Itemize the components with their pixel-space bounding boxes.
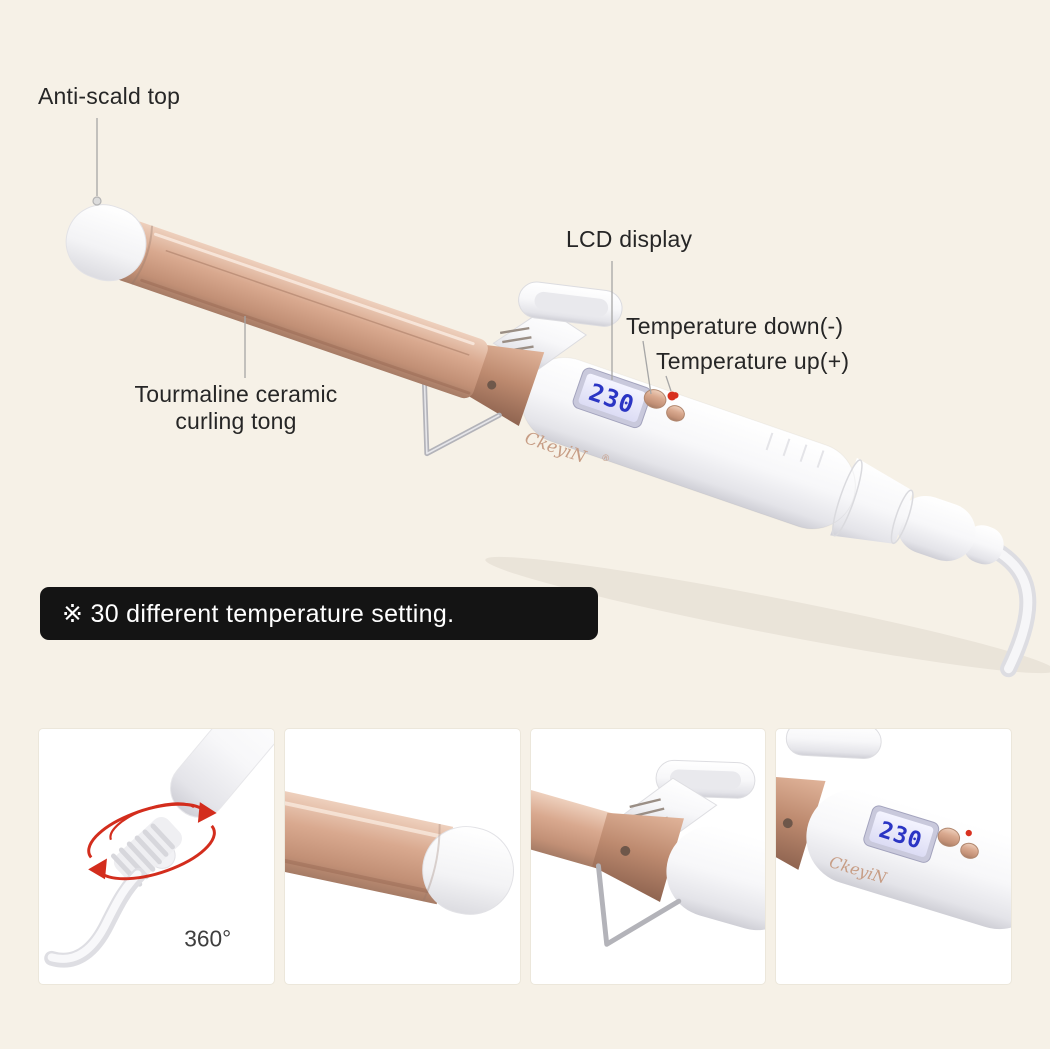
clamp-joint-detail xyxy=(530,759,766,947)
barrel-highlight xyxy=(153,232,475,346)
callout-tourmaline-line2: curling tong xyxy=(175,408,297,435)
rotation-arrows xyxy=(87,802,216,881)
detail-panels: 360° xyxy=(38,728,1012,985)
lcd-screen-closeup xyxy=(869,811,934,857)
leader-temp-down xyxy=(642,340,652,395)
callout-leader-lines xyxy=(96,118,672,395)
callout-anti-scald-top: Anti-scald top xyxy=(38,83,181,109)
tip-closeup xyxy=(421,826,514,915)
barrel-closeup-highlight xyxy=(284,790,441,838)
cone-closeup xyxy=(591,812,684,902)
temperature-up-button xyxy=(666,405,685,422)
barrel-stub xyxy=(530,783,613,869)
rotation-label: 360° xyxy=(184,925,231,951)
handle-end xyxy=(170,729,274,818)
cord-swivel-illustration: 360° xyxy=(44,729,274,968)
temp-up-red-dot xyxy=(667,391,677,401)
temp-down-button-closeup xyxy=(937,827,961,847)
panel-handle-lcd: 230 CkeyiN xyxy=(775,728,1012,985)
indicator-dot-closeup xyxy=(965,829,973,837)
tip-closeup-seam xyxy=(422,823,441,902)
callout-temperature-up: Temperature up(+) xyxy=(656,348,850,374)
lcd-display: 230 xyxy=(572,367,652,429)
collar-cone xyxy=(464,344,545,427)
rotation-arrowhead-2 xyxy=(88,858,107,880)
safety-stand-wire-highlight xyxy=(423,380,500,455)
handle-closeup: 230 CkeyiN xyxy=(776,729,1011,930)
brand-mark: ® xyxy=(599,453,611,465)
barrel-shade xyxy=(140,278,471,395)
ceramic-barrel xyxy=(113,221,488,399)
stand-wire-closeup xyxy=(595,863,681,947)
barrel-closeup xyxy=(284,779,514,915)
temp-up-button-closeup xyxy=(960,842,980,859)
callout-lcd-display: LCD display xyxy=(566,226,693,252)
screw-partial xyxy=(783,818,793,829)
banner-text: ※ 30 different temperature setting. xyxy=(62,599,455,628)
handle-seam-1 xyxy=(831,459,863,537)
callout-tourmaline-line1: Tourmaline ceramic xyxy=(134,381,338,407)
panel-ceramic-barrel-tip xyxy=(283,728,521,985)
tip-seam xyxy=(131,225,154,285)
collar-screw xyxy=(487,380,497,390)
barrel-closeup-body xyxy=(284,779,453,905)
callout-temperature-down: Temperature down(-) xyxy=(626,313,844,339)
swivel-cord-detail: 360° xyxy=(44,729,274,968)
product-shadow xyxy=(485,556,1050,674)
handle-lcd-detail: 230 CkeyiN xyxy=(776,729,1011,930)
clamp-closeup xyxy=(530,759,766,947)
clamp-seam-line xyxy=(165,249,470,356)
callout-tourmaline: Tourmaline ceramic curling tong xyxy=(108,381,364,435)
temperature-setting-banner: ※ 30 different temperature setting. xyxy=(40,587,598,640)
barrel-closeup-shade xyxy=(284,845,430,894)
curling-iron-illustration: 230 CkeyiN ® xyxy=(65,118,1050,678)
clamp-rest-partial xyxy=(786,729,882,759)
temperature-down-button xyxy=(643,389,667,409)
panel-360-swivel-cord: 360° xyxy=(38,728,275,985)
curling-iron: 230 CkeyiN ® xyxy=(65,204,1037,678)
barrel-tip-detail xyxy=(284,779,514,915)
anti-scald-tip xyxy=(65,204,147,282)
clamp-rest xyxy=(518,281,623,327)
screw-closeup xyxy=(619,845,630,856)
handle-rear xyxy=(896,495,976,562)
power-cord-highlight xyxy=(984,542,1033,674)
leader-temp-up xyxy=(665,375,672,392)
handle-ridges xyxy=(765,432,825,468)
handle-seam-2 xyxy=(890,489,914,545)
panel-clamp-and-stand xyxy=(529,728,767,985)
rotation-arrowhead-1 xyxy=(197,802,217,823)
lcd-screen xyxy=(578,373,646,423)
handle-body-closeup xyxy=(806,789,1011,930)
cord-highlight xyxy=(47,870,142,963)
handle-closeup-stub xyxy=(665,826,766,931)
anti-scald-marker-dot xyxy=(92,196,102,206)
